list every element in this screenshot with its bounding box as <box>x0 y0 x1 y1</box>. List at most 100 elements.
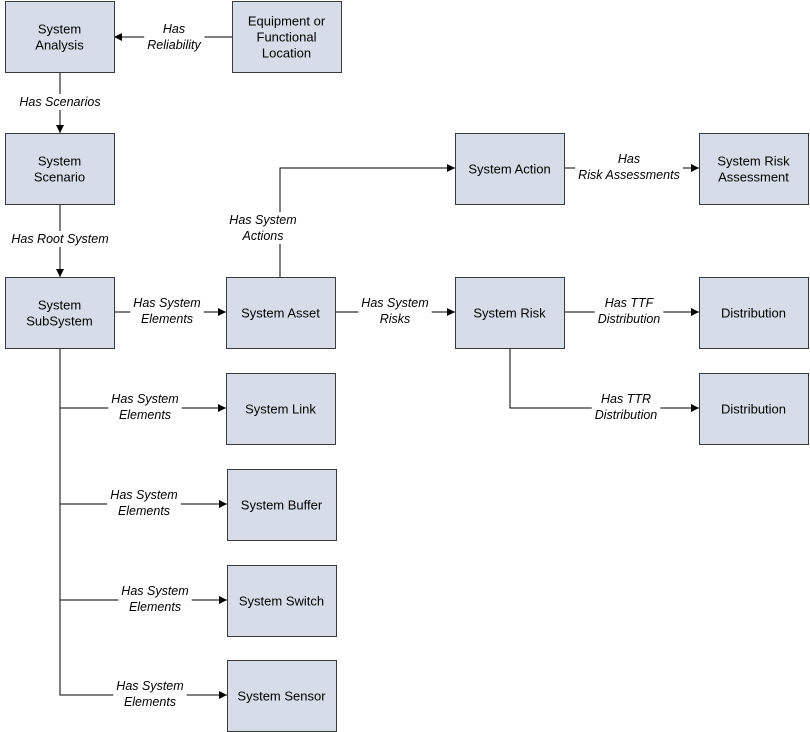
text-line: Functional <box>257 29 317 44</box>
text-line: Has TTR <box>601 392 651 406</box>
text-line: Has System <box>361 296 428 310</box>
text-line: Location <box>262 45 311 60</box>
edge-label-background <box>226 212 300 244</box>
node-box <box>455 277 565 349</box>
text-line: Actions <box>242 229 284 243</box>
text-line: Has System <box>229 213 296 227</box>
node-box <box>699 133 809 205</box>
text-line: Has Root System <box>11 232 108 246</box>
text-line: Has System <box>133 296 200 310</box>
edge-label-text: Has TTR Distribution <box>595 392 658 422</box>
node-system-link: System Link <box>226 373 336 445</box>
edge-label-background <box>108 391 182 423</box>
text-line: System <box>38 153 81 168</box>
edge-has-system-actions <box>279 164 455 277</box>
text-line: Elements <box>118 504 170 518</box>
node-box <box>226 277 336 349</box>
text-line: System Action <box>468 161 550 176</box>
node-label: System Switch <box>239 593 324 608</box>
text-line: Elements <box>129 600 181 614</box>
text-line: Scenario <box>34 169 85 184</box>
text-line: Reliability <box>147 38 201 52</box>
text-line: Has Scenarios <box>19 95 100 109</box>
text-line: Distribution <box>721 401 786 416</box>
text-line: System Link <box>245 401 316 416</box>
node-system-risk: System Risk <box>455 277 565 349</box>
node-system-action: System Action <box>455 133 565 205</box>
node-label: System Link <box>245 401 316 416</box>
text-line: Risk Assessments <box>578 168 680 182</box>
edge-label-background <box>575 151 683 183</box>
text-line: System Buffer <box>241 497 323 512</box>
node-box <box>455 133 565 205</box>
text-line: Equipment or <box>248 13 326 28</box>
text-line: Elements <box>141 312 193 326</box>
node-label: System Asset <box>241 305 320 320</box>
edge-label-text: Has Scenarios <box>19 95 100 109</box>
text-line: System Switch <box>239 593 324 608</box>
text-line: Has TTF <box>605 296 655 310</box>
text-line: Has System <box>111 392 178 406</box>
node-label: System Risk <box>473 305 546 320</box>
node-system-sensor: System Sensor <box>227 660 337 732</box>
edge-label-background <box>8 231 112 247</box>
edge-label-text: Has Root System <box>11 232 108 246</box>
edge-label-background <box>113 678 187 710</box>
text-line: System Risk <box>473 305 546 320</box>
text-line: System Risk <box>717 153 790 168</box>
text-line: Has System <box>121 584 188 598</box>
edge-label-background <box>118 583 192 615</box>
edge-label-background <box>144 21 205 53</box>
edge-label-background <box>591 391 661 423</box>
text-line: Elements <box>124 695 176 709</box>
edge-label-background <box>130 295 204 327</box>
node-distribution-ttr: Distribution <box>699 373 809 445</box>
text-line: Distribution <box>721 305 786 320</box>
node-box <box>5 133 115 205</box>
node-label: Distribution <box>721 305 786 320</box>
text-line: Has System <box>116 679 183 693</box>
text-line: Risks <box>380 312 411 326</box>
text-line: System <box>38 21 81 36</box>
text-line: Has System <box>110 488 177 502</box>
node-box <box>699 373 809 445</box>
node-system-asset: System Asset <box>226 277 336 349</box>
text-line: Distribution <box>595 408 658 422</box>
edge-label-background <box>107 487 181 519</box>
node-label: System Action <box>468 161 550 176</box>
node-system-switch: System Switch <box>227 565 337 637</box>
edge-label-has-root-system: Has Root System <box>8 231 112 247</box>
text-line: Has <box>618 152 640 166</box>
text-line: Analysis <box>35 37 84 52</box>
text-line: SubSystem <box>26 313 92 328</box>
node-box <box>5 277 115 349</box>
node-box <box>5 1 115 73</box>
node-distribution-ttf: Distribution <box>699 277 809 349</box>
